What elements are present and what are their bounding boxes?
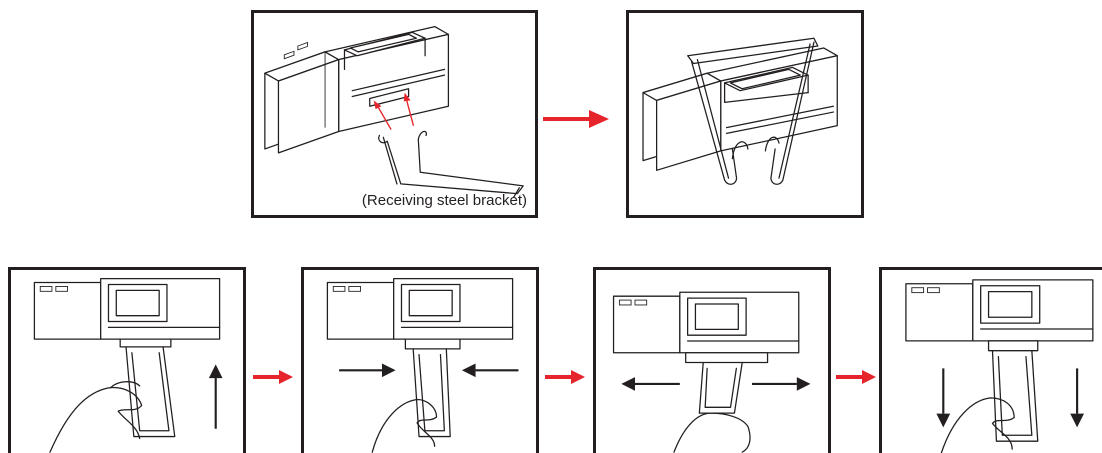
- step-4-illustration: [905, 279, 1094, 453]
- device-with-bracket-illustration: [264, 25, 524, 199]
- panel-attach-bracket: (Receiving steel bracket): [251, 10, 538, 218]
- right-arrow-icon: [836, 370, 876, 384]
- panel-step-1-push-up: [8, 267, 246, 453]
- right-arrow-icon: [253, 370, 293, 384]
- step-1-illustration: [33, 278, 223, 453]
- bracket-caption: (Receiving steel bracket): [361, 192, 527, 209]
- panel-step-2-squeeze: [301, 267, 539, 453]
- panel-step-3-spread: [593, 267, 831, 453]
- right-arrow-icon: [543, 110, 609, 128]
- right-arrow-icon: [545, 370, 585, 384]
- step-3-illustration: [612, 291, 811, 453]
- panel-bracket-installed: [626, 10, 864, 218]
- panel-step-4-pull-down: [879, 267, 1102, 453]
- device-bracket-installed-illustration: [642, 37, 838, 185]
- step-2-illustration: [326, 278, 519, 453]
